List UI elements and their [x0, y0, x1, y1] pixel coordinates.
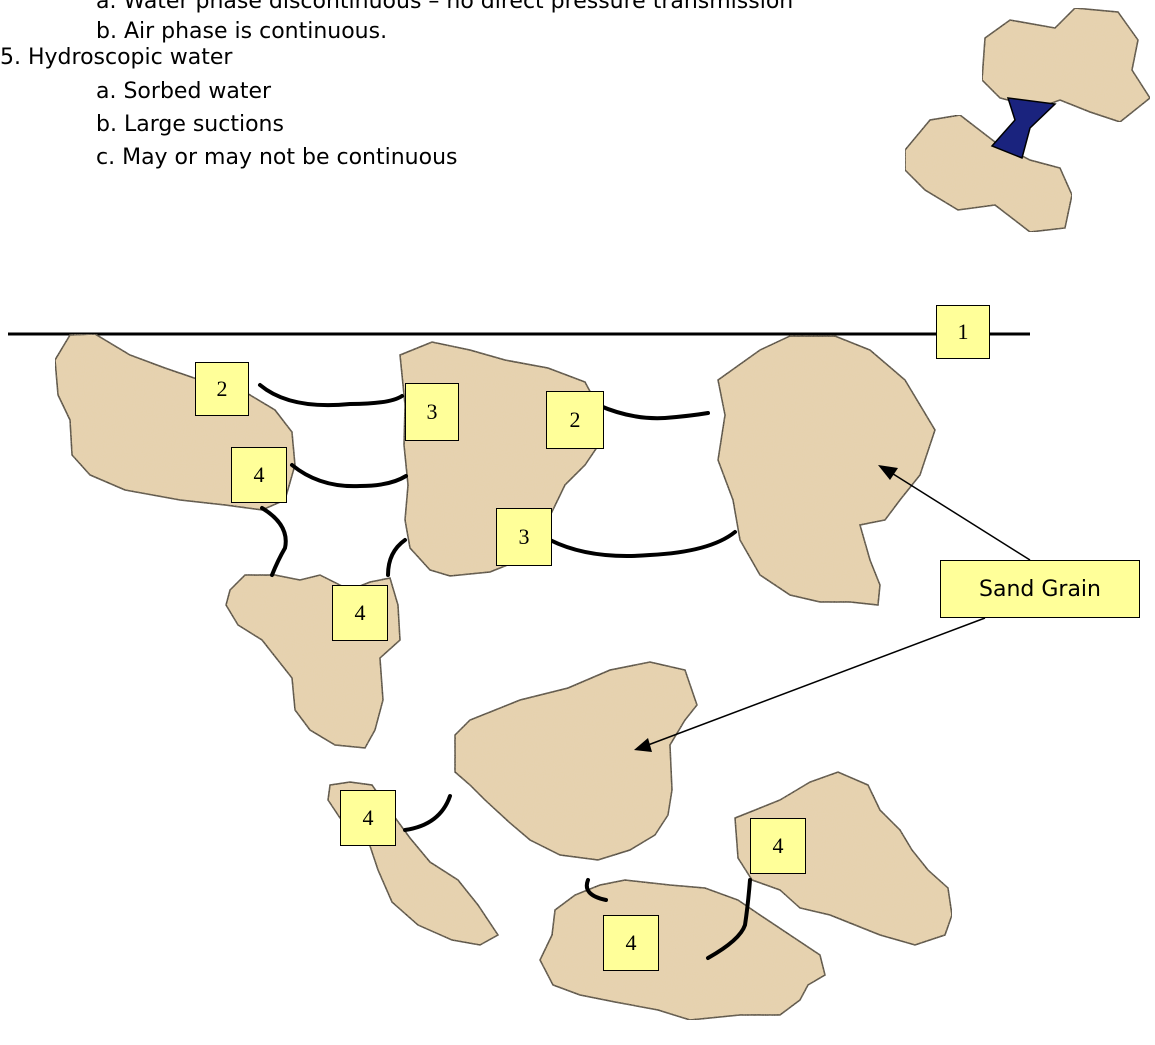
arrow-to-grain-3 — [890, 472, 1030, 560]
label-funicular-bottom: 3 — [496, 508, 552, 566]
meniscus-a — [260, 385, 402, 405]
water-bridge — [992, 98, 1055, 158]
sand-grain-label: Sand Grain — [940, 560, 1140, 618]
meniscus-c — [598, 405, 708, 418]
label-hydroscopic-5: 4 — [603, 915, 659, 971]
grain-3 — [718, 336, 935, 605]
meniscus-f — [388, 540, 405, 575]
meniscus-b — [292, 465, 406, 486]
label-pendular-mid: 2 — [546, 391, 604, 449]
arrow-to-grain-5 — [648, 618, 985, 745]
grain-5 — [455, 662, 697, 860]
meniscus-d — [550, 532, 735, 556]
label-hydroscopic-4: 4 — [750, 818, 806, 874]
label-hydroscopic-1: 4 — [231, 447, 287, 503]
label-surface: 1 — [936, 305, 990, 359]
meniscus-g — [405, 796, 450, 830]
inset-grain-top — [982, 8, 1150, 122]
label-pendular-left: 2 — [195, 362, 249, 416]
inset-grain-bottom — [905, 115, 1072, 232]
meniscus-e — [262, 508, 286, 575]
label-hydroscopic-3: 4 — [340, 790, 396, 846]
label-hydroscopic-2: 4 — [332, 585, 388, 641]
inset-grain-pair — [905, 8, 1150, 232]
label-funicular-top: 3 — [405, 383, 459, 441]
grain-8 — [540, 880, 825, 1020]
sand-grains — [55, 334, 952, 1020]
